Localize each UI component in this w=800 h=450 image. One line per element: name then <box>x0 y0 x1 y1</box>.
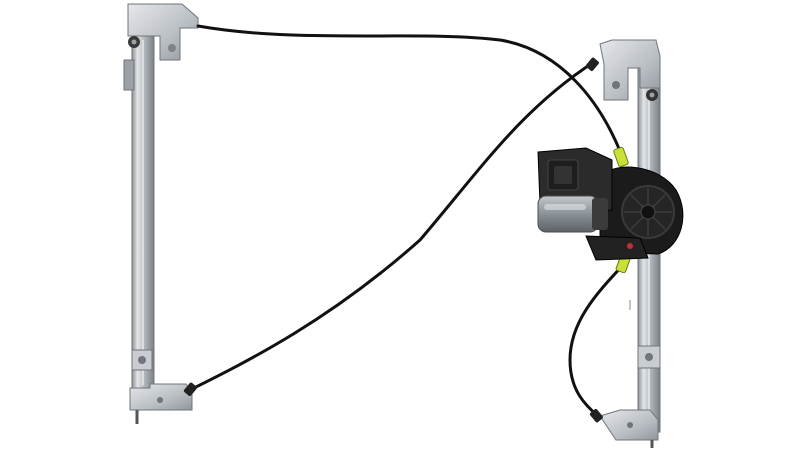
cable-ferrules <box>183 57 631 423</box>
lower-cable <box>568 262 626 418</box>
bowden-cables <box>188 24 626 418</box>
diagonal-cable <box>188 60 596 392</box>
upper-cable <box>196 24 624 158</box>
left-guide-rail <box>123 3 199 424</box>
drive-motor <box>537 147 684 261</box>
